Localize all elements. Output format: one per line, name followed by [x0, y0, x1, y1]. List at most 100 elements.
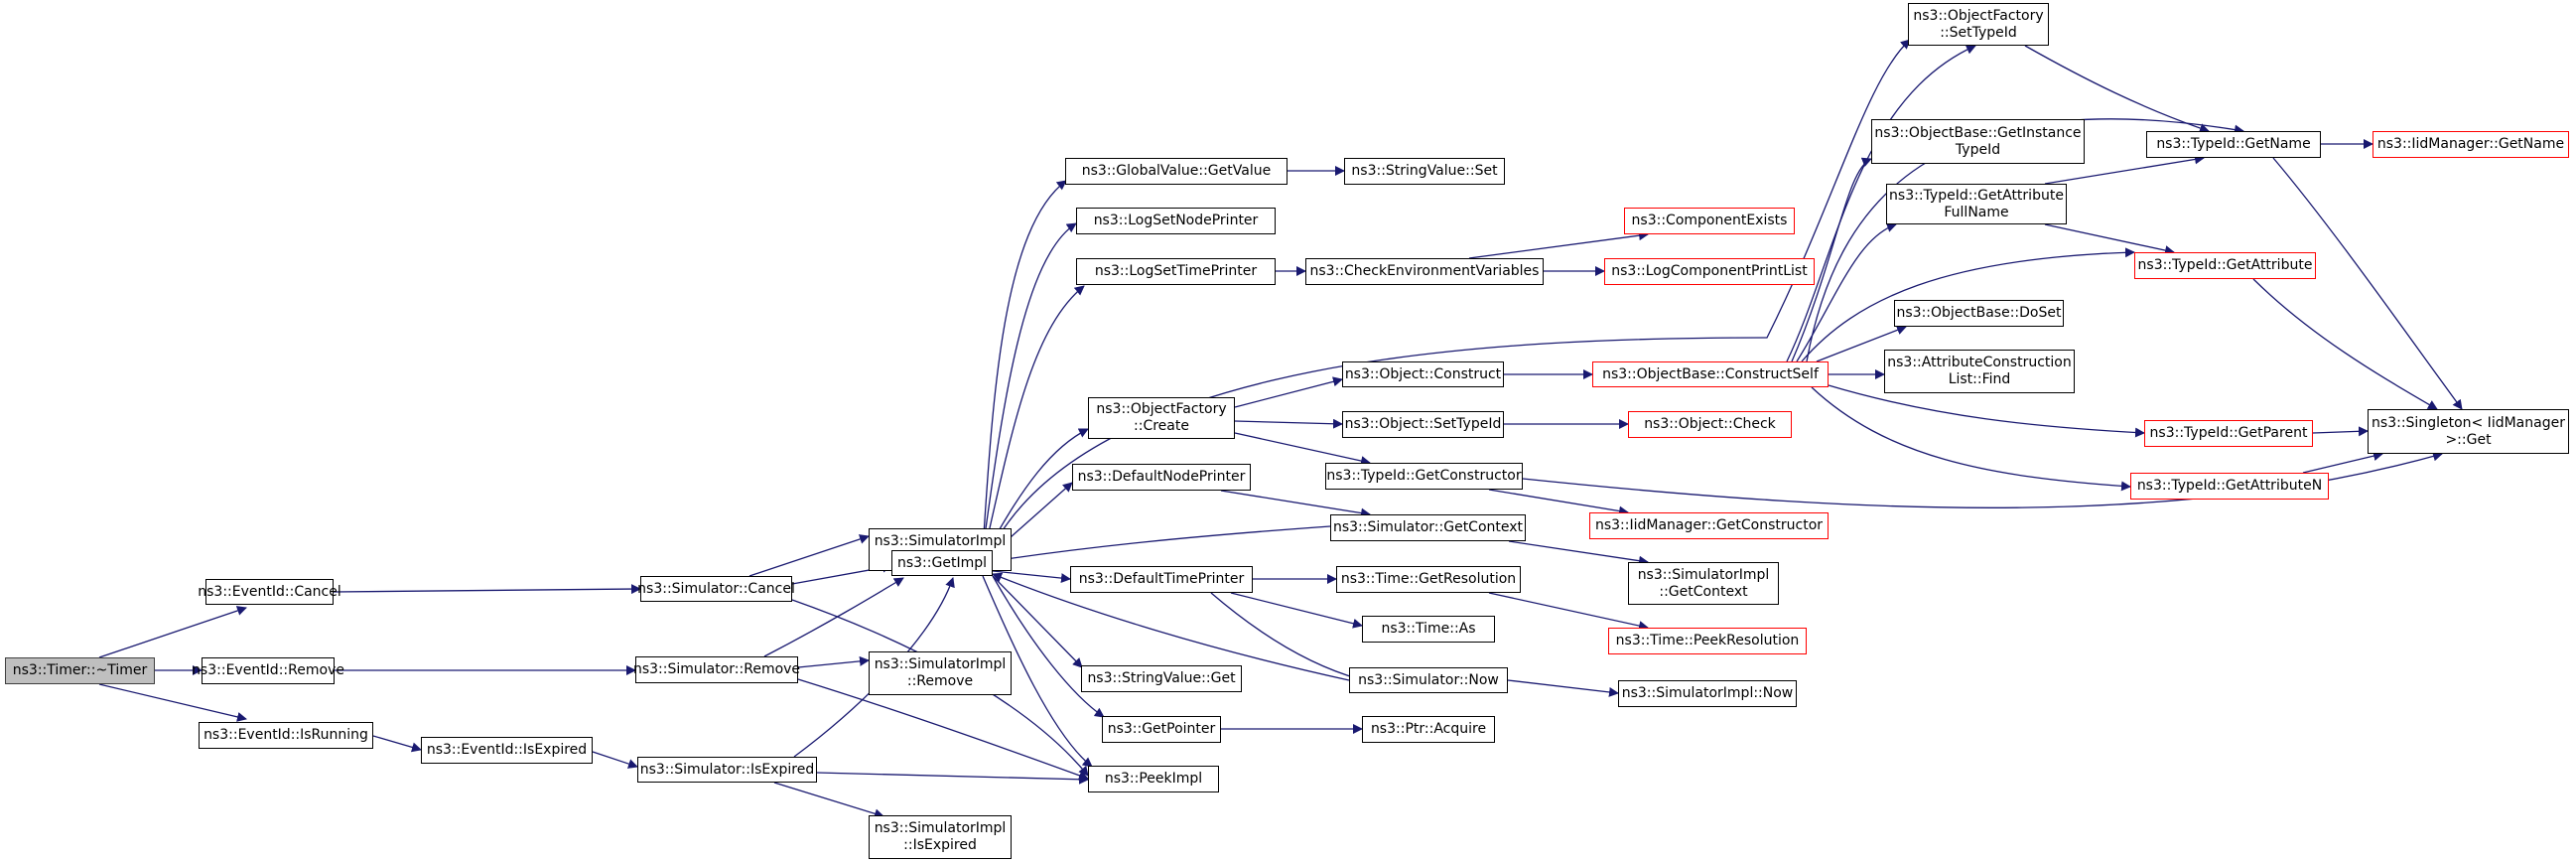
- edge-getimpl-logtime: [984, 285, 1085, 551]
- node-stringvalue-get[interactable]: ns3::StringValue::Get: [1081, 665, 1242, 692]
- node-label-line: ns3::LogComponentPrintList: [1611, 263, 1808, 279]
- node-simulator-remove[interactable]: ns3::Simulator::Remove: [632, 656, 801, 683]
- node-simulatorimpl-getcontext[interactable]: ns3::SimulatorImpl::GetContext: [1628, 562, 1779, 605]
- node-typeid-getattribute[interactable]: ns3::TypeId::GetAttribute: [2134, 252, 2316, 279]
- node-label-line: ns3::LogSetNodePrinter: [1093, 213, 1259, 228]
- edge-getimpl-getpointer: [992, 575, 1105, 718]
- edge-constructself-dosetnode: [1816, 325, 1907, 362]
- node-label-line: ns3::SimulatorImpl: [1637, 566, 1770, 583]
- node-logsettimeprinter[interactable]: ns3::LogSetTimePrinter: [1076, 258, 1276, 285]
- node-label-line: ::Create: [1134, 418, 1189, 434]
- node-label-line: ns3::GetPointer: [1107, 721, 1216, 737]
- node-peekimpl[interactable]: ns3::PeekImpl: [1088, 766, 1219, 792]
- edge-tidgetctor-iidgetctor: [1488, 489, 1629, 516]
- node-logcomponentprintlist[interactable]: ns3::LogComponentPrintList: [1604, 258, 1815, 285]
- node-objectfactory-create[interactable]: ns3::ObjectFactory::Create: [1088, 397, 1235, 439]
- node-label-line: ns3::TypeId::GetAttribute: [2137, 257, 2313, 273]
- node-label-line: ns3::SimulatorImpl::Now: [1621, 685, 1794, 701]
- edge-ofcreate-objconstruct: [1234, 376, 1343, 408]
- node-label-line: >::Get: [2445, 431, 2492, 448]
- node-label-line: ::Remove: [906, 673, 974, 689]
- node-label-line: ns3::Object::Construct: [1344, 365, 1502, 382]
- node-simulator-now[interactable]: ns3::Simulator::Now: [1349, 667, 1508, 693]
- node-defaulttimeprinter[interactable]: ns3::DefaultTimePrinter: [1070, 566, 1253, 593]
- edge-timer-isrunning: [98, 683, 247, 722]
- node-simulator-cancel[interactable]: ns3::Simulator::Cancel: [637, 576, 795, 602]
- node-label-line: ns3::ObjectBase::ConstructSelf: [1602, 365, 1819, 382]
- node-checkenvironmentvariables[interactable]: ns3::CheckEnvironmentVariables: [1305, 258, 1544, 285]
- node-eventid-isexpired[interactable]: ns3::EventId::IsExpired: [421, 737, 593, 764]
- node-label-line: ns3::Object::Check: [1644, 416, 1776, 432]
- edge-defnodeprinter-simgetcontext: [1220, 490, 1371, 518]
- edge-checkenv-compexists: [1468, 230, 1649, 259]
- edge-simremove-implremove: [797, 655, 870, 668]
- node-label-line: ns3::GetImpl: [896, 554, 987, 571]
- node-object-check[interactable]: ns3::Object::Check: [1628, 411, 1792, 438]
- node-iidmanager-getconstructor[interactable]: ns3::IidManager::GetConstructor: [1589, 512, 1829, 539]
- node-label-line: ns3::Object::SetTypeId: [1344, 416, 1502, 432]
- node-label-line: ns3::DefaultNodePrinter: [1077, 469, 1246, 485]
- node-label-line: ns3::GlobalValue::GetValue: [1081, 163, 1272, 179]
- node-defaultnodeprinter[interactable]: ns3::DefaultNodePrinter: [1072, 464, 1251, 491]
- node-objectbase-constructself[interactable]: ns3::ObjectBase::ConstructSelf: [1592, 361, 1829, 387]
- node-label-line: ns3::CheckEnvironmentVariables: [1309, 263, 1540, 279]
- edge-constructself-tidgetparent: [1828, 384, 2145, 438]
- edge-getimpl-deftimeprinter: [992, 570, 1071, 584]
- node-object-construct[interactable]: ns3::Object::Construct: [1342, 361, 1504, 387]
- node-objectfactory-settypeid[interactable]: ns3::ObjectFactory::SetTypeId: [1908, 3, 2049, 46]
- node-getpointer[interactable]: ns3::GetPointer: [1102, 716, 1221, 743]
- node-typeid-getparent[interactable]: ns3::TypeId::GetParent: [2144, 420, 2313, 447]
- node-singleton-iidmanager-get[interactable]: ns3::Singleton< IidManager >::Get: [2368, 409, 2569, 454]
- edge-simisexpired-peekimpl: [816, 772, 1089, 785]
- node-time-getresolution[interactable]: ns3::Time::GetResolution: [1336, 566, 1521, 593]
- edge-simremove-getimpl: [763, 577, 904, 657]
- node-label-line: ns3::StringValue::Set: [1351, 163, 1498, 179]
- node-label-line: ::GetContext: [1659, 583, 1748, 600]
- node-iidmanager-getname[interactable]: ns3::IidManager::GetName: [2373, 131, 2569, 158]
- node-simulator-isexpired[interactable]: ns3::Simulator::IsExpired: [637, 757, 817, 783]
- node-label-line: ns3::AttributeConstruction: [1887, 355, 2072, 370]
- edge-tidgetparent-singleton: [2312, 426, 2369, 437]
- node-object-settypeid[interactable]: ns3::Object::SetTypeId: [1342, 411, 1504, 438]
- node-label-line: ns3::Simulator::GetContext: [1332, 519, 1524, 535]
- node-label-line: ns3::SimulatorImpl: [874, 820, 1007, 836]
- node-stringvalue-set[interactable]: ns3::StringValue::Set: [1344, 158, 1505, 185]
- node-componentexists[interactable]: ns3::ComponentExists: [1624, 208, 1795, 234]
- edge-getimpl-globalvalue: [982, 180, 1067, 551]
- node-label-line: ns3::ObjectBase::GetInstance: [1874, 124, 2082, 141]
- node-typeid-getconstructor[interactable]: ns3::TypeId::GetConstructor: [1325, 463, 1523, 490]
- node-eventid-isrunning[interactable]: ns3::EventId::IsRunning: [199, 722, 373, 749]
- edge-simgetcontext-getimpl: [992, 525, 1331, 565]
- node-globalvalue-getvalue[interactable]: ns3::GlobalValue::GetValue: [1065, 158, 1288, 185]
- node-objectbase-doset[interactable]: ns3::ObjectBase::DoSet: [1894, 300, 2064, 327]
- node-eventid-cancel[interactable]: ns3::EventId::Cancel: [198, 579, 341, 605]
- node-label-line: ::SetTypeId: [1940, 24, 2017, 41]
- edge-getattrfull-tidgetattr: [2044, 223, 2175, 255]
- node-logsetnodeprinter[interactable]: ns3::LogSetNodePrinter: [1076, 208, 1276, 234]
- node-label-line: ns3::Timer::~Timer: [12, 662, 148, 678]
- node-eventid-remove[interactable]: ns3::EventId::Remove: [192, 657, 344, 684]
- node-typeid-getname[interactable]: ns3::TypeId::GetName: [2146, 131, 2321, 158]
- edge-deftimeprinter-timeas: [1230, 592, 1363, 629]
- node-time-peekresolution[interactable]: ns3::Time::PeekResolution: [1608, 628, 1807, 654]
- node-label-line: ns3::EventId::Remove: [192, 662, 344, 678]
- node-label-line: ns3::Simulator::Cancel: [637, 580, 795, 597]
- node-simulatorimpl-remove[interactable]: ns3::SimulatorImpl::Remove: [869, 651, 1012, 695]
- node-getimpl[interactable]: ns3::GetImpl: [891, 550, 993, 576]
- edge-simcancel-implcancel: [748, 534, 870, 577]
- node-label-line: ns3::DefaultTimePrinter: [1078, 571, 1245, 587]
- node-label-line: ns3::Ptr::Acquire: [1370, 721, 1487, 737]
- node-time-as[interactable]: ns3::Time::As: [1362, 616, 1495, 643]
- node-simulator-getcontext[interactable]: ns3::Simulator::GetContext: [1330, 514, 1526, 541]
- node-ptr-acquire[interactable]: ns3::Ptr::Acquire: [1362, 716, 1495, 743]
- node-simulatorimpl-now[interactable]: ns3::SimulatorImpl::Now: [1618, 680, 1797, 707]
- root-node-timer-destructor: ns3::Timer::~Timer: [5, 657, 155, 684]
- node-label-line: ns3::Simulator::Remove: [632, 661, 801, 677]
- node-label-line: ns3::Simulator::IsExpired: [639, 761, 815, 778]
- node-typeid-getattributen[interactable]: ns3::TypeId::GetAttributeN: [2130, 473, 2329, 500]
- node-simulatorimpl-isexpired[interactable]: ns3::SimulatorImpl::IsExpired: [869, 815, 1012, 859]
